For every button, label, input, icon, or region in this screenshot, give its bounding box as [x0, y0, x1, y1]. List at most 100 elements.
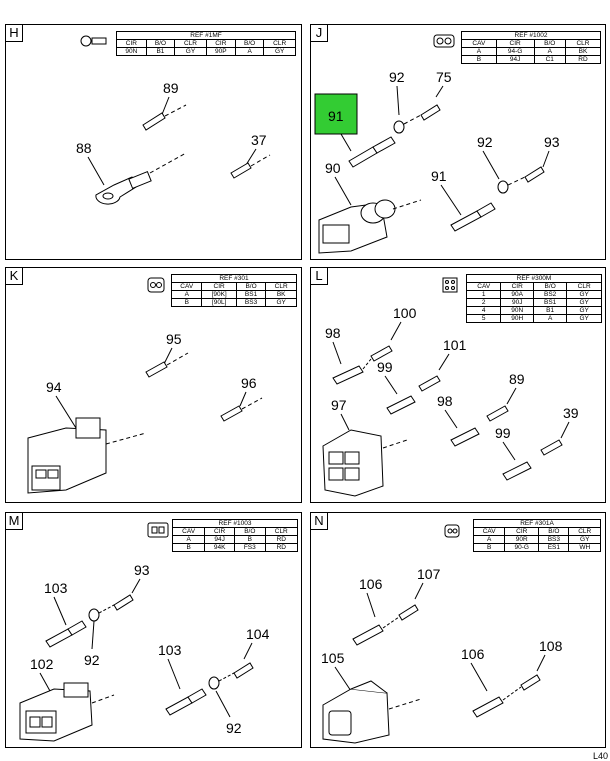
- callout-75: 75: [436, 69, 452, 85]
- callout-91-highlight: 91: [328, 108, 344, 124]
- cell: B: [170, 298, 203, 307]
- callout-106: 106: [359, 576, 383, 592]
- terminal-and-seal: [348, 104, 441, 168]
- callout-94: 94: [46, 379, 62, 395]
- cell: ES1: [538, 543, 570, 552]
- cell: A: [533, 314, 568, 323]
- callout-88: 88: [76, 140, 92, 156]
- callout-106-lower: 106: [461, 646, 485, 662]
- cell: A: [234, 47, 265, 56]
- callout-90: 90: [325, 160, 341, 176]
- cell: C1: [533, 55, 567, 64]
- callout-93: 93: [544, 134, 560, 150]
- multi-pin-connector-icon: [442, 277, 458, 293]
- cell: RD: [565, 55, 601, 64]
- cell: GY: [263, 47, 296, 56]
- callout-99-lower: 99: [495, 425, 511, 441]
- panel-k-illustration: 95 94 96: [27, 277, 263, 494]
- panel-j-illustration: 91 92 75 90 92 93 91: [314, 34, 560, 254]
- table-row: 90N B1 GY 90P A GY: [116, 47, 296, 56]
- panel-label: K: [5, 267, 23, 285]
- connector-housing: [322, 429, 408, 497]
- terminal-pin: [220, 397, 263, 422]
- highlight-box: [314, 93, 358, 135]
- callout-91-lower: 91: [431, 168, 447, 184]
- panel-n-illustration: 107 106 105 106 108: [321, 524, 563, 744]
- callout-98-lower: 98: [437, 393, 453, 409]
- socket-terminal: [332, 345, 393, 385]
- cell: WH: [568, 543, 601, 552]
- cell: GY: [566, 314, 602, 323]
- callout-96: 96: [241, 375, 257, 391]
- callout-108: 108: [539, 638, 563, 654]
- callout-89: 89: [509, 371, 525, 387]
- callout-97: 97: [331, 397, 347, 413]
- panel-label: J: [310, 24, 328, 42]
- ring-terminal: [95, 152, 187, 205]
- page-footer: L40: [592, 751, 608, 761]
- callout-39: 39: [563, 405, 579, 421]
- terminal-pin: [142, 104, 187, 131]
- callout-103: 103: [44, 580, 68, 596]
- callout-101: 101: [443, 337, 467, 353]
- terminal-pin: [230, 154, 271, 179]
- terminal-pin: [145, 352, 189, 378]
- panel-label: M: [5, 512, 23, 530]
- panel-label: H: [5, 24, 23, 42]
- callout-98: 98: [325, 325, 341, 341]
- callout-95: 95: [166, 331, 182, 347]
- connector-housing: [19, 682, 115, 742]
- callout-37: 37: [251, 132, 267, 148]
- panel-h-illustration: 89 88 37: [76, 35, 271, 205]
- connector-housing: [318, 199, 422, 254]
- cell: GY: [265, 298, 297, 307]
- panel-l-illustration: 100 98 101 99 89 97 98 39 99: [322, 277, 579, 497]
- callout-93: 93: [134, 562, 150, 578]
- callout-92: 92: [389, 69, 405, 85]
- callout-103-lower: 103: [158, 642, 182, 658]
- cell: RD: [264, 543, 299, 552]
- socket-terminal: [502, 439, 563, 481]
- socket-terminal: [386, 375, 441, 415]
- callout-92-lower: 92: [477, 134, 493, 150]
- callout-100: 100: [393, 305, 417, 321]
- callout-104: 104: [246, 626, 270, 642]
- terminal-and-seal-lower: [165, 662, 254, 716]
- terminal-and-seal: [45, 594, 134, 648]
- callout-92: 92: [84, 652, 100, 668]
- panel-label: L: [310, 267, 328, 285]
- two-pin-connector-icon: [444, 524, 460, 538]
- callout-102: 102: [30, 656, 54, 672]
- cell: 5: [465, 314, 502, 323]
- ring-terminal-icon: [80, 35, 107, 47]
- socket-terminal: [352, 604, 419, 646]
- two-pin-connector-icon: [147, 522, 169, 538]
- socket-terminal: [450, 405, 509, 447]
- callout-105: 105: [321, 650, 345, 666]
- callout-89: 89: [163, 80, 179, 96]
- cell: B: [472, 543, 506, 552]
- panel-h: H REF #1MF CIR B/O CLR CIR B/O CLR 90N B…: [5, 24, 302, 260]
- two-pin-connector-icon: [147, 277, 165, 293]
- connector-housing: [27, 417, 147, 494]
- callout-107: 107: [417, 566, 441, 582]
- connector-housing: [322, 680, 422, 744]
- two-pin-connector-icon: [433, 34, 455, 48]
- panel-label: N: [310, 512, 328, 530]
